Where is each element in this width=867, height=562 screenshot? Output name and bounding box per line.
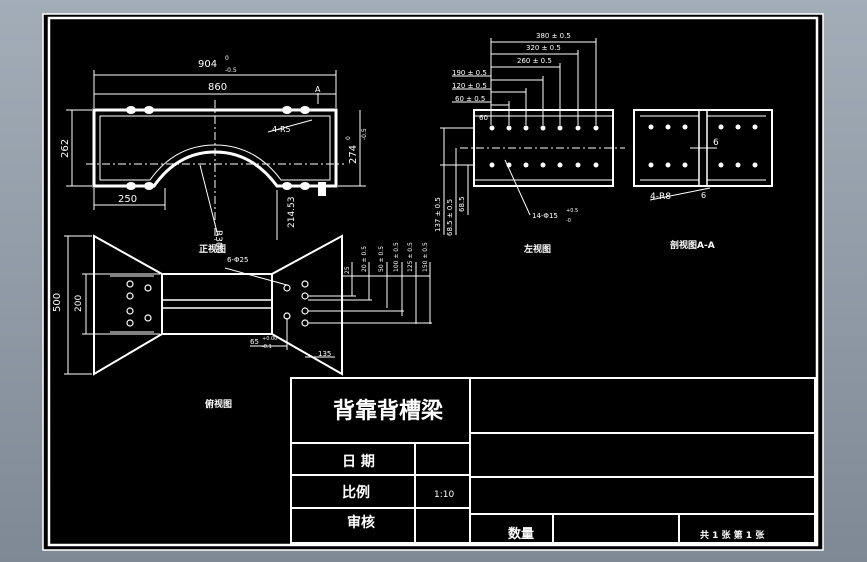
sheet-inner-frame	[47, 16, 819, 547]
review-label: 审核	[347, 514, 375, 531]
left-dim-60: 60 ± 0.5	[455, 95, 485, 103]
top-dim-50: 50 ± 0.5	[378, 246, 385, 272]
leader-r300	[199, 164, 219, 237]
top-dim-200: 200	[74, 295, 84, 312]
part-name: 背靠背槽梁	[333, 399, 443, 424]
title-block[interactable]	[290, 377, 816, 544]
sheet-info: 共 1 张 第 1 张	[700, 529, 765, 541]
dim-904-tol-upper: 0	[225, 55, 229, 62]
left-view-label: 左视图	[523, 243, 551, 255]
front-tab	[318, 182, 326, 196]
top-view[interactable]	[64, 234, 432, 376]
dim-274-text: 274	[348, 145, 359, 164]
left-dim-685-tol: 68.5 ± 0.5	[446, 199, 454, 236]
left-dim-320: 320 ± 0.5	[526, 44, 561, 52]
sheet-outer-border	[42, 13, 824, 551]
scale-value: 1:10	[434, 490, 454, 500]
left-hole-tol-upper: +0.5	[566, 208, 578, 214]
section-marker-a: A	[315, 85, 321, 94]
section-view-outline	[633, 109, 773, 187]
top-dim-65-tol-upper: +0.00	[262, 336, 277, 342]
leader-4r8	[649, 187, 711, 201]
left-dim-685: 68.5	[458, 196, 466, 212]
left-dim-260: 260 ± 0.5	[517, 57, 552, 65]
front-view-label: 正视图	[199, 243, 226, 255]
top-hole-callout: 6-Φ25	[227, 256, 248, 264]
top-view-outline	[93, 234, 343, 376]
left-first-hole-dim: 60	[479, 114, 488, 122]
left-dim-120: 120 ± 0.5	[452, 82, 487, 90]
left-hole-tol-lower: -0	[566, 218, 571, 224]
left-dim-190: 190 ± 0.5	[452, 69, 487, 77]
dim-262-text: 262	[60, 139, 71, 158]
date-label: 日 期	[342, 454, 375, 470]
dim-904-tol-lower: -0.5	[225, 67, 237, 74]
top-dim-135: 135	[318, 350, 331, 358]
section-holes	[648, 124, 758, 168]
dim-250-text: 250	[118, 194, 137, 205]
top-view-holes-left	[126, 280, 152, 327]
dim-274-tol-lower: -0.5	[361, 128, 368, 140]
front-view[interactable]	[66, 70, 366, 240]
left-dim-137: 137 ± 0.5	[434, 197, 442, 232]
top-dim-65: 65	[250, 338, 259, 346]
section-view[interactable]	[633, 109, 773, 201]
leader-4r5	[267, 119, 313, 133]
top-dim-20: 20 ± 0.5	[361, 246, 368, 272]
quantity-label: 数量	[508, 526, 534, 542]
section-gap-dim: 6	[713, 138, 719, 148]
arc-radius-text: R300	[213, 230, 223, 254]
top-dim-500: 500	[52, 293, 63, 312]
left-view[interactable]	[440, 38, 625, 235]
section-fillet-dim: 4-R8	[650, 192, 671, 202]
top-dim-65-tol-lower: -0.1	[262, 344, 272, 350]
scale-label: 比例	[342, 484, 370, 501]
dim-904-text: 904	[198, 59, 217, 70]
section-view-label: 剖视图A-A	[670, 239, 715, 251]
top-view-label: 俯视图	[205, 398, 232, 410]
front-holes	[126, 106, 310, 190]
top-dim-25: 25	[344, 266, 351, 274]
left-hole-callout: 14-Φ15	[532, 212, 558, 220]
arc-height-text: 214.53	[287, 197, 297, 229]
section-thickness-dim: 6	[701, 191, 706, 200]
front-view-inner	[99, 115, 331, 181]
leader-14phi15	[504, 159, 531, 216]
dim-274-tol-upper: 0	[345, 136, 352, 140]
front-hole-callout: 4-R5	[272, 125, 291, 134]
top-dim-150: 150 ± 0.5	[422, 242, 429, 272]
left-dim-380: 380 ± 0.5	[536, 32, 571, 40]
dim-860-text: 860	[208, 82, 227, 93]
leader-6phi25	[224, 267, 288, 286]
top-dim-125: 125 ± 0.5	[407, 242, 414, 272]
top-dim-100: 100 ± 0.5	[393, 242, 400, 272]
